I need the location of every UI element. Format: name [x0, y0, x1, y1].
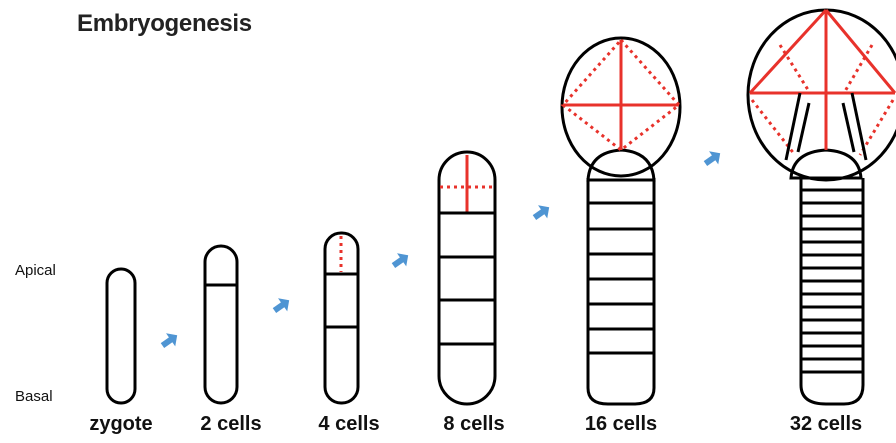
zygote-cell: [107, 269, 135, 403]
hypophysis-cell: [791, 150, 861, 178]
stage-2-cells: [205, 246, 237, 403]
suspensor: [801, 178, 863, 404]
arrow-icon: [389, 249, 413, 272]
suspensor: [588, 178, 654, 404]
stage-label-zygote: zygote: [89, 413, 152, 436]
arrow-icon: [701, 147, 725, 170]
two-cell-embryo: [205, 246, 237, 403]
stage-label-4-cells: 4 cells: [318, 413, 379, 436]
arrow-icon: [270, 294, 294, 317]
arrow-icon: [158, 329, 182, 352]
stage-8-cells: [439, 152, 495, 404]
embryo-proper: [748, 10, 896, 180]
stage-label-2-cells: 2 cells: [200, 413, 261, 436]
stage-4-cells: [325, 233, 358, 403]
stage-label-32-cells: 32 cells: [790, 413, 862, 436]
stage-16-cells: [562, 38, 680, 404]
stage-label-16-cells: 16 cells: [585, 413, 657, 436]
stage-32-cells: [748, 10, 896, 404]
arrow-icon: [530, 201, 554, 224]
stage-zygote: [107, 269, 135, 403]
stage-label-8-cells: 8 cells: [443, 413, 504, 436]
